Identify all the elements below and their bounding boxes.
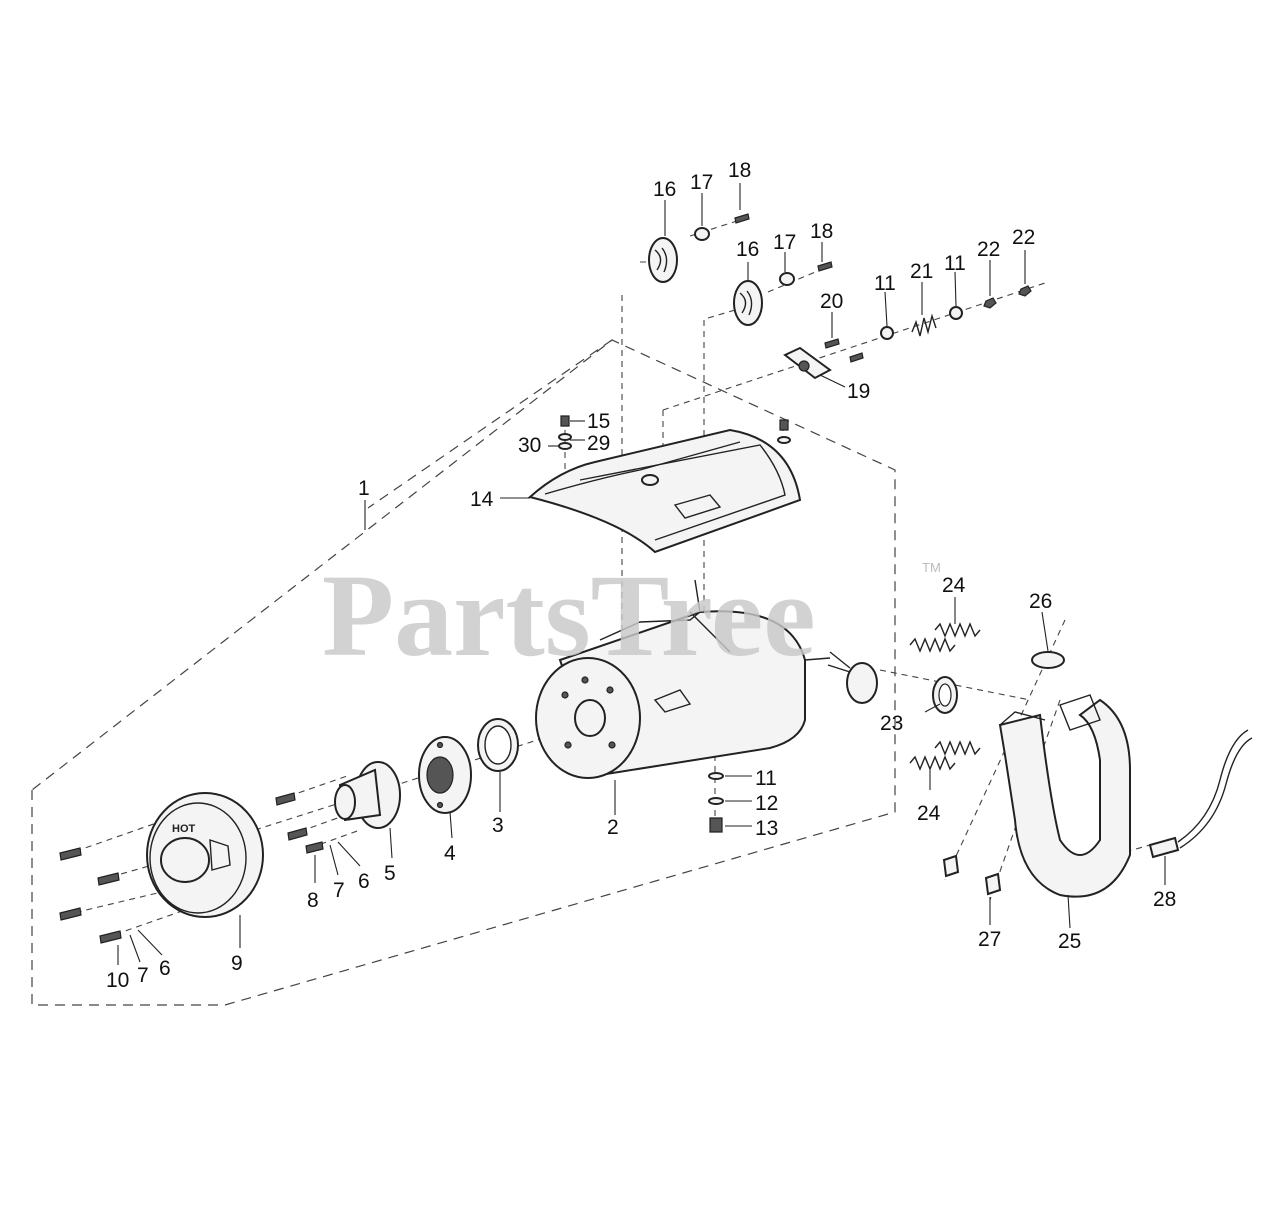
callout-24-upper: 24 (942, 574, 966, 597)
callout-22-right: 22 (1012, 226, 1035, 249)
callout-14: 14 (470, 488, 494, 511)
callout-23: 23 (880, 712, 903, 735)
callout-26: 26 (1029, 590, 1052, 613)
nut-22-left (983, 297, 997, 309)
callout-5: 5 (384, 862, 396, 885)
tail-pipe-25 (998, 694, 1131, 898)
muffler-2 (535, 579, 831, 779)
washer-29-30 (558, 433, 572, 450)
bolt-right-cover (777, 419, 791, 444)
ring-26 (1031, 651, 1065, 669)
callout-4: 4 (444, 842, 456, 865)
watermark-trademark: TM (922, 560, 941, 575)
screw-20 (824, 338, 864, 363)
callout-7-upper: 7 (333, 879, 345, 902)
heat-shield-14 (527, 428, 802, 554)
watermark: PartsTree TM (322, 550, 941, 681)
sensor-28 (1148, 729, 1253, 859)
hot-label: HOT (172, 823, 196, 835)
flange-4 (418, 736, 472, 814)
washer-11-upper-left (880, 326, 894, 340)
callout-11-top-left: 11 (874, 272, 896, 295)
springs-24 (909, 622, 981, 771)
end-cap-9: HOT (146, 792, 264, 918)
bracket-19 (783, 346, 832, 380)
callout-17-lower: 17 (773, 231, 796, 254)
grommet-16-upper (648, 237, 678, 283)
callout-20: 20 (820, 290, 843, 313)
callout-1: 1 (358, 477, 370, 500)
callout-6-upper: 6 (358, 870, 370, 893)
callout-21: 21 (910, 260, 933, 283)
callout-7-lower: 7 (137, 964, 149, 987)
gasket-3 (477, 718, 519, 772)
spring-21 (911, 313, 937, 337)
washer-17-lower (779, 272, 795, 286)
screw-18-lower (817, 261, 833, 272)
gasket-23 (932, 676, 958, 714)
watermark-text: PartsTree (322, 550, 816, 681)
callout-22-left: 22 (977, 238, 1000, 261)
callout-12: 12 (755, 792, 778, 815)
callout-10: 10 (106, 969, 129, 992)
washer-17-upper (694, 227, 710, 241)
callout-9: 9 (231, 952, 243, 975)
callout-18-lower: 18 (810, 220, 833, 243)
hardware-11-12-13 (708, 772, 724, 833)
callout-11-bottom: 11 (755, 767, 777, 790)
bolt-15 (560, 415, 570, 427)
callout-11-top-right: 11 (944, 252, 966, 275)
callout-18-upper: 18 (728, 159, 751, 182)
callout-16-lower: 16 (736, 238, 759, 261)
callout-2: 2 (607, 816, 619, 839)
callout-3: 3 (492, 814, 504, 837)
caps-27 (942, 854, 1002, 896)
leader-lines (117, 183, 1166, 965)
callout-15: 15 (587, 410, 610, 433)
bolts-end-cap (59, 792, 324, 944)
assembly-boundary (31, 339, 896, 1006)
callout-30: 30 (518, 434, 541, 457)
callout-28: 28 (1153, 888, 1176, 911)
grommet-16-lower (733, 280, 763, 326)
callout-17-upper: 17 (690, 171, 713, 194)
callout-16-upper: 16 (653, 178, 676, 201)
callout-8: 8 (307, 889, 319, 912)
callout-24-lower: 24 (917, 802, 941, 825)
callout-6-lower: 6 (159, 957, 171, 980)
screw-18-upper (734, 213, 750, 224)
callout-27: 27 (978, 928, 1001, 951)
outlet-flange-5 (334, 761, 401, 829)
washer-11-upper-right (949, 306, 963, 320)
callout-labels: 1 2 3 4 5 6 6 7 7 8 9 10 11 11 11 12 13 … (106, 159, 1176, 992)
outlet-nozzle (827, 651, 878, 704)
callout-25: 25 (1058, 930, 1081, 953)
callout-13: 13 (755, 817, 778, 840)
callout-29: 29 (587, 432, 610, 455)
callout-19: 19 (847, 380, 870, 403)
nut-22-right (1018, 285, 1032, 297)
